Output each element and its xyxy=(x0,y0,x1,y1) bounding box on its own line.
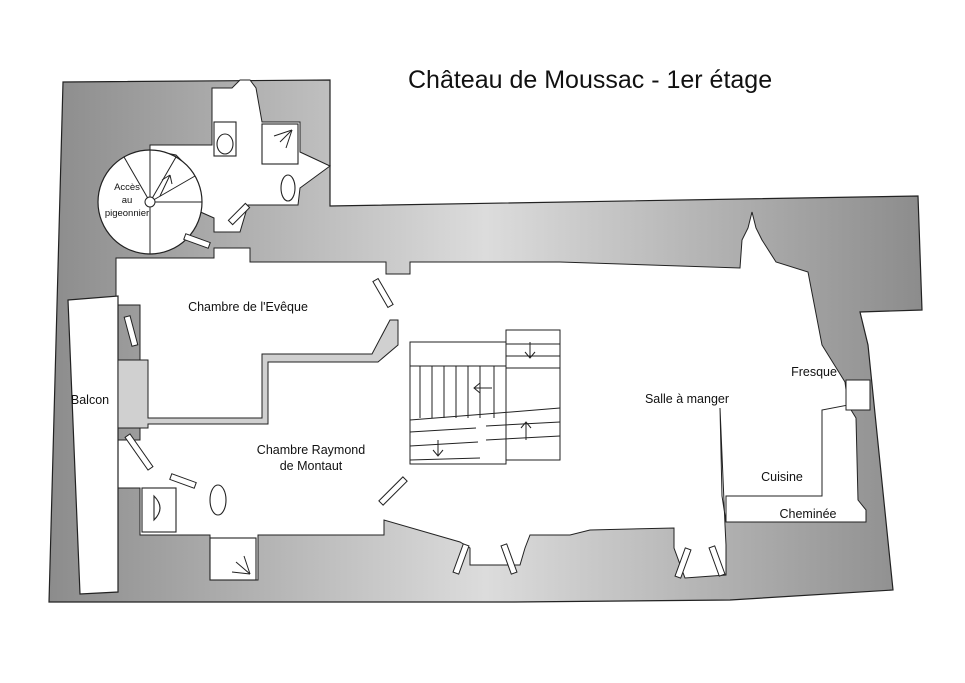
central-staircase xyxy=(409,329,561,465)
inner-partition xyxy=(117,319,399,429)
chambre-raymond-label-2: de Montaut xyxy=(280,459,343,473)
cheminee-label: Cheminée xyxy=(780,507,837,521)
fresque-wall xyxy=(845,379,871,411)
toilet-icon-2 xyxy=(141,487,177,533)
svg-text:Accès: Accès xyxy=(114,182,140,193)
shower-icon xyxy=(261,123,299,165)
chambre-eveque-label: Chambre de l'Evêque xyxy=(188,300,308,314)
basin-icon xyxy=(280,174,296,202)
chambre-raymond-label-1: Chambre Raymond xyxy=(257,443,365,457)
stair-arrow-icon xyxy=(432,342,536,457)
svg-text:au: au xyxy=(122,195,133,206)
balcon-area xyxy=(67,295,119,595)
salle-a-manger-label: Salle à manger xyxy=(645,392,729,406)
cuisine-area xyxy=(725,404,867,523)
plan-title: Château de Moussac - 1er étage xyxy=(408,66,773,94)
spiral-staircase-icon xyxy=(97,149,203,255)
fresque-label: Fresque xyxy=(791,365,837,379)
door-icon xyxy=(123,202,726,579)
shower-spray-icon xyxy=(273,129,293,149)
balcon-label: Balcon xyxy=(71,393,109,407)
cuisine-label: Cuisine xyxy=(761,470,803,484)
svg-text:pigeonnier: pigeonnier xyxy=(105,208,149,219)
basin-icon-2 xyxy=(209,484,227,516)
pigeonnier-label: Accès au pigeonnier xyxy=(105,182,149,219)
